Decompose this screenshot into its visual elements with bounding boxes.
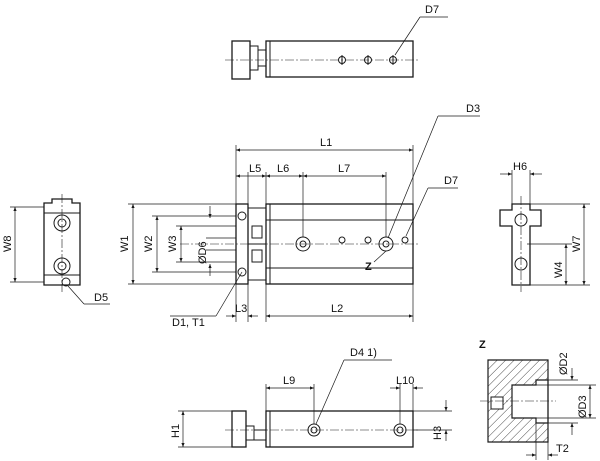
front-plate-hole-bottom [237, 267, 247, 277]
label-d2: ØD2 [558, 352, 570, 375]
label-l2: L2 [331, 303, 343, 315]
label-l9: L9 [283, 375, 295, 387]
top-rod-stub [249, 45, 259, 71]
top-body [265, 40, 414, 78]
label-t2: T2 [556, 443, 569, 455]
front-plate-hole-top [237, 211, 247, 221]
left-end-view: W8 D5 [2, 194, 110, 305]
front-hole-3 [401, 236, 409, 244]
label-d3-detail: ØD3 [577, 395, 589, 418]
label-h3: H3 [432, 426, 444, 440]
left-end-outline [43, 198, 81, 286]
label-d7-top: D7 [425, 4, 439, 16]
label-d4-note: D4 1) [350, 347, 377, 359]
label-l5: L5 [249, 163, 261, 175]
label-d1-t1: D1, T1 [172, 317, 205, 329]
label-w1: W1 [119, 236, 131, 253]
front-view: L1 L5 L6 L7 W1 W2 W3 ØD6 [119, 103, 480, 329]
bottom-body [265, 410, 414, 448]
label-l6: L6 [277, 163, 289, 175]
front-hole-1 [338, 236, 346, 244]
right-end-outline [499, 203, 542, 286]
label-l3: L3 [235, 303, 247, 315]
label-h6: H6 [513, 161, 527, 173]
label-w4: W4 [553, 262, 565, 279]
bottom-end-plate [231, 410, 247, 448]
detail-z: Z ØD2 ØD3 T2 [479, 339, 596, 460]
label-w8: W8 [2, 236, 14, 253]
label-l1: L1 [320, 137, 332, 149]
label-d5: D5 [94, 292, 108, 304]
front-hole-2 [364, 236, 372, 244]
label-h1: H1 [170, 424, 182, 438]
label-l10: L10 [396, 375, 414, 387]
top-view: D7 [225, 4, 448, 80]
label-w7: W7 [571, 236, 583, 253]
label-d7-side: D7 [444, 175, 458, 187]
right-end-view: H6 W7 W4 [499, 161, 590, 292]
label-d6: ØD6 [197, 241, 209, 264]
label-d3: D3 [466, 103, 480, 115]
label-z-marker: Z [365, 261, 372, 273]
label-z-title: Z [479, 339, 486, 351]
bottom-view: L9 L10 D4 1) H1 H3 [170, 347, 452, 448]
label-l7: L7 [338, 163, 350, 175]
label-w3: W3 [167, 236, 179, 253]
label-w2: W2 [143, 236, 155, 253]
